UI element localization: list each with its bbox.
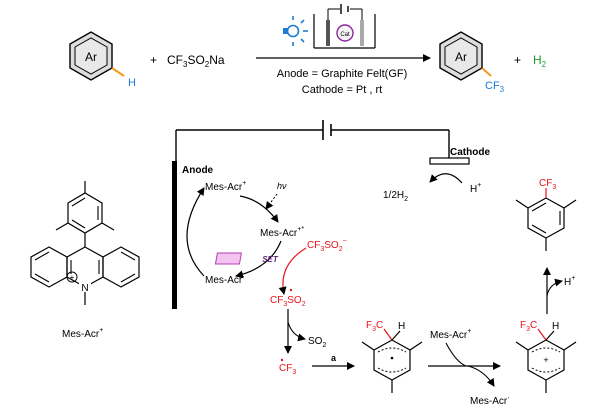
so2-label: SO2 xyxy=(308,336,326,349)
catalyst-n-charge: + xyxy=(70,273,75,282)
anode-electrode xyxy=(172,161,177,309)
f3c-label-2: F3C xyxy=(520,320,537,333)
cf3so2-radical-label: CF3SO2 xyxy=(270,295,306,308)
cathode-label: Cathode xyxy=(450,147,490,158)
anode-condition: Anode = Graphite Felt(GF) xyxy=(277,68,408,80)
hv-label: hν xyxy=(277,181,287,191)
circuit-wire xyxy=(175,120,450,161)
h-label-2: H xyxy=(552,321,559,332)
regeneration-arrow xyxy=(186,187,205,277)
cathode-arrow xyxy=(429,173,463,184)
cation-intermediate: + F3C H xyxy=(515,320,577,393)
plus-sign-2: + xyxy=(514,53,521,67)
f3c-label-1: F3C xyxy=(366,320,383,333)
cation-plus-label: + xyxy=(543,355,548,365)
excitation-arrow xyxy=(239,195,279,223)
half-h2-label: 1/2H2 xyxy=(383,190,408,203)
product-arene: Ar CF3 xyxy=(439,31,505,94)
light-bulb-icon xyxy=(283,16,308,46)
cf3so2-anion-label: CF3SO2− xyxy=(307,238,347,253)
ar-label: Ar xyxy=(85,50,97,64)
reagent-cf3so2na: CF3SO2Na xyxy=(167,53,225,69)
cathode-h-plus: H+ xyxy=(470,182,481,195)
h-label-1: H xyxy=(398,321,405,332)
catalyst-n-label: N xyxy=(81,283,88,294)
mes-acr-reduced-label: Mes-Acr· xyxy=(470,393,510,407)
set-label: SET xyxy=(262,255,279,264)
h-atom-label: H xyxy=(128,77,136,89)
electrochemical-cell-icon: Cat xyxy=(313,4,376,49)
plus-sign: + xyxy=(150,53,157,67)
h2-label: H2 xyxy=(533,53,547,69)
reactant-arene: Ar H xyxy=(69,31,136,89)
svg-text:CF3SO2Na: CF3SO2Na xyxy=(167,53,225,69)
mes-acr-plus-label: Mes-Acr+ xyxy=(205,180,246,193)
cathode-electrode xyxy=(429,157,470,165)
mes-acr-catalyst-structure: N + xyxy=(30,181,140,305)
reduced-out-arrow xyxy=(467,365,495,387)
so2-loss-arrow xyxy=(287,321,306,342)
final-product: CF3 xyxy=(515,178,577,251)
h-plus-loss-arrow xyxy=(546,278,563,297)
mes-acr-oxidant-label: Mes-Acr+ xyxy=(430,328,471,341)
h-plus-label: H+ xyxy=(564,275,575,288)
step-a-label: a xyxy=(331,353,337,363)
mes-acr-radical-label: Mes-Acr· xyxy=(205,272,245,286)
cathode-condition: Cathode = Pt , rt xyxy=(302,84,382,96)
cf3-radical-label: CF3 xyxy=(279,363,296,376)
cat-label: Cat xyxy=(340,32,350,38)
radical-intermediate: F3C H xyxy=(361,320,423,393)
catalyst-label: Mes-Acr+ xyxy=(62,327,103,340)
mes-acr-excited-label: Mes-Acr+* xyxy=(260,226,304,239)
set-arrow xyxy=(235,240,282,279)
light-dashed-arrow xyxy=(265,193,278,210)
oxidant-in-arrow xyxy=(445,342,467,367)
set-badge: SET xyxy=(214,252,279,265)
product-cf3-final-label: CF3 xyxy=(539,178,556,191)
cf3so2-arrow xyxy=(278,247,307,295)
anode-label: Anode xyxy=(182,165,214,176)
product-ar-label: Ar xyxy=(455,50,467,64)
product-cf3-label: CF3 xyxy=(485,80,505,94)
